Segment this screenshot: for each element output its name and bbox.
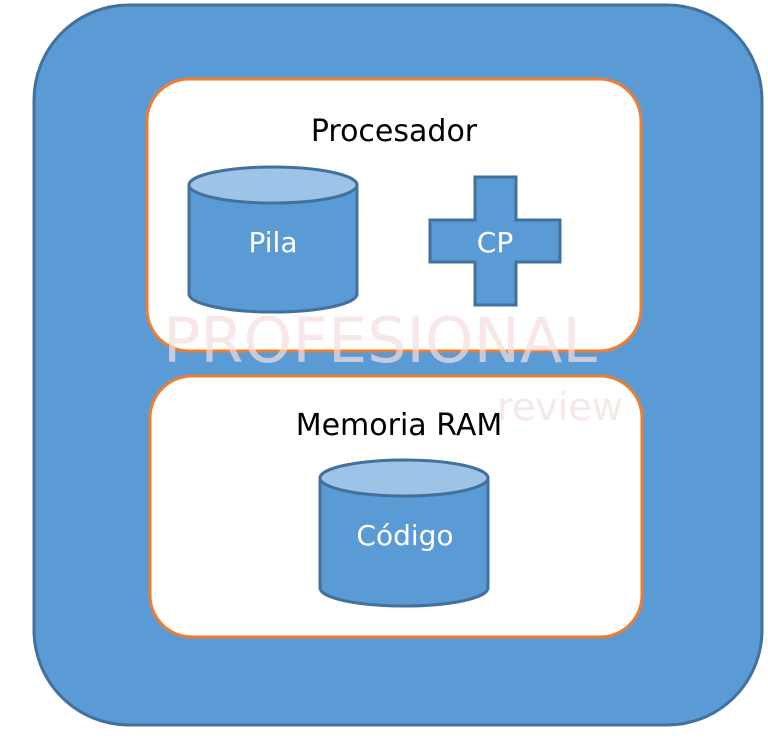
watermark-line-1: PROFESIONAL <box>163 304 597 377</box>
memory-title: Memoria RAM <box>296 408 503 443</box>
stack-cylinder: Pila <box>187 165 359 314</box>
stack-cylinder-top <box>187 165 359 205</box>
code-label: Código <box>356 519 453 552</box>
code-cylinder: Código <box>318 458 490 608</box>
stack-cylinder-body <box>187 183 359 314</box>
watermark-line-2: review <box>497 385 623 429</box>
code-cylinder-body <box>318 476 490 608</box>
program-counter-label: CP <box>477 226 513 259</box>
processor-title: Procesador <box>311 114 478 149</box>
stack-label: Pila <box>249 226 298 259</box>
program-counter-cross: CP <box>428 175 562 307</box>
code-cylinder-top <box>318 458 490 498</box>
program-counter-cross-shape <box>428 175 562 307</box>
